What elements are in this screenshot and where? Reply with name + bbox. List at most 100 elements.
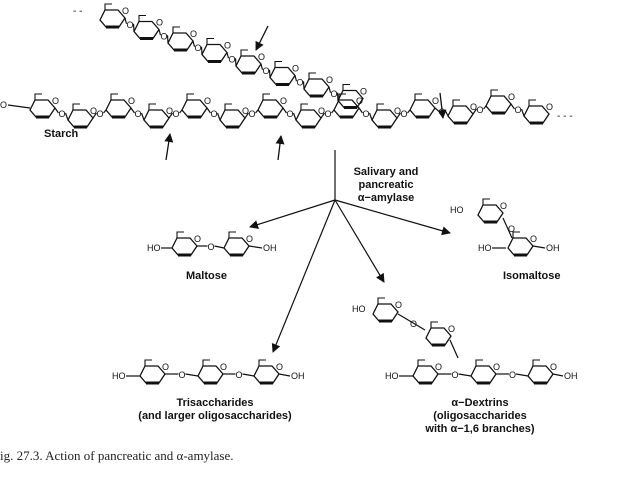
glycosidic-bond [260,63,264,70]
svg-text:- - -: - - - [557,111,573,122]
glycosidic-bond [532,245,546,249]
glucose-ring [222,230,255,257]
glycosidic-bond [54,107,59,114]
glucose-ring [104,92,137,119]
linking-oxygen: O [363,109,370,119]
dextrins-label-line2: (oligosaccharides [433,410,527,422]
glycosidic-bond [520,108,525,117]
glycosidic-bond [168,112,173,119]
amylase-reaction-arrows [249,150,451,353]
glycosidic-bond [92,112,97,119]
glycosidic-bond [185,373,199,377]
linking-oxygen: O [297,77,304,87]
hydroxyl-label: HO [478,243,492,253]
glucose-ring [28,92,61,119]
glucose-ring [256,92,289,119]
glycosidic-bond [242,373,255,377]
linking-oxygen: O [249,109,256,119]
glucose-ring [132,14,165,40]
glycosidic-bond [64,112,69,121]
chain-end-oxygen: O [0,100,7,110]
linking-oxygen: O [59,109,66,119]
glucose-ring [138,358,171,385]
hydroxyl-label: OH [564,371,578,381]
cleavage-arrows [164,25,447,161]
glycosidic-bond [132,23,135,32]
glycosidic-bond [192,40,196,47]
linking-oxygen: O [179,370,186,380]
linking-oxygen: O [515,105,522,115]
glucose-ring [484,88,517,115]
linking-oxygen: O [331,89,338,99]
linking-oxygen: O [97,109,104,119]
glycosidic-bond [200,46,203,55]
glycosidic-bond [515,373,529,377]
glucose-ring [196,358,229,385]
trisaccharides-label-line1: Trisaccharides [176,397,254,409]
linking-oxygen: O [325,109,332,119]
hydroxyl-label: OH [291,371,305,381]
glycosidic-bond [472,108,477,115]
glycosidic-bond [294,75,298,82]
linking-oxygen: O [161,31,168,41]
linking-oxygen: O [173,109,180,119]
glucose-ring [446,98,479,125]
glucose-ring [526,358,559,385]
hydroxyl-label: OH [546,243,560,253]
trisaccharides-label-line2: (and larger oligosaccharides) [138,410,292,422]
dextrins-label: α−Dextrins (oligosaccharides with α−1,6 … [410,397,550,436]
hydroxyl-label: HO [450,205,464,215]
enzyme-label-line2: pancreatic [358,179,414,191]
glycosidic-bond [268,69,271,78]
glycosidic-bond [328,86,332,93]
glycosidic-bond [336,92,339,101]
linking-oxygen: O [477,105,484,115]
glucose-ring [98,2,131,29]
glycosidic-bond [130,107,135,114]
linking-oxygen: O [208,242,215,252]
glycosidic-bond [552,373,564,377]
trisaccharides-label: Trisaccharides (and larger oligosacchari… [120,397,310,423]
linking-oxygen: O [127,20,134,30]
trisaccharide-structure: HO O O OH [112,358,305,385]
glucose-ring [234,48,267,75]
glycosidic-bond [248,245,263,249]
maltose-label: Maltose [186,270,227,282]
glycosidic-bond [166,35,169,44]
figure-caption: ig. 27.3. Action of pancreatic and α-amy… [0,448,234,463]
glucose-ring [166,25,199,52]
hydroxyl-label: HO [147,243,161,253]
glucose-ring [408,92,441,119]
glycosidic-bond [358,107,363,114]
linking-oxygen: O [211,109,218,119]
linking-oxygen: O [452,370,459,380]
glucose-ring [142,102,175,129]
glycosidic-bond [458,373,472,377]
linking-oxygen: O [195,43,202,53]
linking-oxygen: O [135,109,142,119]
glycosidic-bond [397,313,426,331]
glycosidic-bond [282,107,287,114]
enzyme-label-line3: α−amylase [357,192,415,204]
linking-oxygen: O [401,109,408,119]
linking-oxygen: O [287,109,294,119]
glycosidic-bond [216,112,221,121]
linking-oxygen: O [236,370,243,380]
glycosidic-bond [444,110,449,117]
glycosidic-bond [206,107,211,114]
glycosidic-bond [214,245,225,249]
glycosidic-bond [158,29,162,36]
glycosidic-bond [320,112,325,119]
hydroxyl-label: HO [112,371,126,381]
glycosidic-bond [449,339,459,359]
glucose-ring [66,102,99,129]
starch-label: Starch [44,128,79,140]
linking-oxygen: O [263,66,270,76]
linking-oxygen: O [410,319,417,329]
enzyme-label: Salivary and pancreatic α−amylase [350,166,422,205]
hydroxyl-label: HO [385,371,399,381]
